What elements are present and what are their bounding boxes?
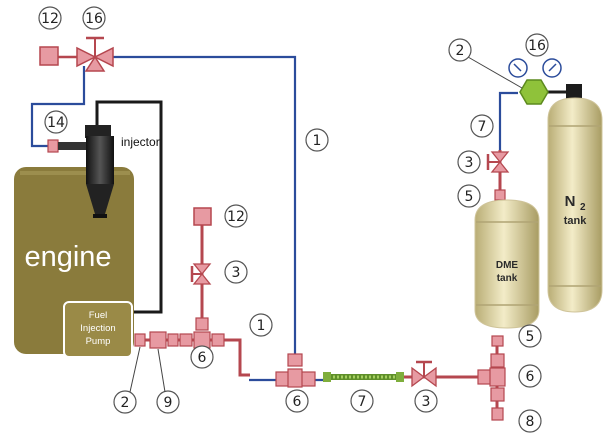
callout-12-top-text: 12 xyxy=(41,11,59,27)
callout-6-mid: 6 xyxy=(285,389,309,413)
callout-3-mid: 3 xyxy=(224,260,248,284)
callout-3-right-text: 3 xyxy=(465,155,474,171)
pump-label-line3: Pump xyxy=(86,336,111,347)
callout-7-bottom-text: 7 xyxy=(358,394,367,410)
callout-3-mid-text: 3 xyxy=(232,265,241,281)
gauge-12-mid xyxy=(193,207,212,226)
engine-label: engine xyxy=(24,241,111,273)
callout-8-text: 8 xyxy=(526,414,535,430)
callout-1-mid-text: 1 xyxy=(257,318,266,334)
fuel-injection-pump: Fuel Injection Pump xyxy=(63,301,133,358)
return-line xyxy=(95,100,163,314)
gauge-12-top xyxy=(39,46,59,66)
callout-2-bottom: 2 xyxy=(113,346,141,414)
n2-label-line2: tank xyxy=(564,215,588,227)
callout-5-bottom-text: 5 xyxy=(526,329,535,345)
pump-label-line2: Injection xyxy=(80,323,115,334)
callout-12-mid: 12 xyxy=(224,204,248,228)
callout-9: 9 xyxy=(156,348,180,414)
callout-5-top-text: 5 xyxy=(465,189,474,205)
callout-16-left-text: 16 xyxy=(85,11,103,27)
callout-5-bottom: 5 xyxy=(518,324,542,348)
injector: injector xyxy=(58,125,160,218)
callout-2-bottom-text: 2 xyxy=(121,395,130,411)
n2-tank: N 2 tank xyxy=(547,84,603,313)
pressure-line-n2 xyxy=(498,91,518,150)
fitting-6-left xyxy=(179,317,225,349)
fittings-2-9 xyxy=(134,331,179,349)
fitting-5-bottom xyxy=(491,335,504,347)
callout-16-right: 16 xyxy=(525,33,549,57)
pump-label-line1: Fuel xyxy=(89,310,107,321)
callout-1-mid: 1 xyxy=(249,313,273,337)
fitting-5-top xyxy=(494,189,506,201)
pressure-line-left xyxy=(30,66,86,148)
callout-6-right-text: 6 xyxy=(526,369,535,385)
dme-label-line2: tank xyxy=(497,273,518,284)
flex-hose xyxy=(323,372,404,382)
valve-3-right xyxy=(486,151,510,173)
fitting-6-mid xyxy=(275,353,316,388)
callout-3-right: 3 xyxy=(457,150,481,174)
leader-2-top xyxy=(467,56,523,89)
valve-3-bottom xyxy=(411,360,437,388)
callout-7-right-text: 7 xyxy=(478,119,487,135)
callout-6-mid-text: 6 xyxy=(293,394,302,410)
n2-label-subscript: 2 xyxy=(580,202,586,213)
valve-16-left xyxy=(58,36,114,72)
callout-12-top: 12 xyxy=(38,6,62,30)
callout-7-right: 7 xyxy=(470,114,494,138)
callout-14: 14 xyxy=(44,110,68,134)
callout-6-right: 6 xyxy=(518,364,542,388)
callout-14-text: 14 xyxy=(47,115,65,131)
pressure-regulator xyxy=(508,58,566,105)
callout-3-bottom: 3 xyxy=(414,389,438,413)
callout-6-left-text: 6 xyxy=(198,350,207,366)
dme-label-line1: DME xyxy=(496,260,519,271)
callout-1-right: 1 xyxy=(305,128,329,152)
valve-3-mid xyxy=(190,263,212,285)
callout-6-left: 6 xyxy=(190,345,214,369)
callout-7-bottom: 7 xyxy=(350,389,374,413)
fitting-6-right xyxy=(477,353,506,402)
callout-8: 8 xyxy=(518,409,542,433)
callout-3-bottom-text: 3 xyxy=(422,394,431,410)
callout-12-mid-text: 12 xyxy=(227,209,245,225)
injector-label: injector xyxy=(121,135,160,149)
n2-label: N xyxy=(565,193,576,210)
callout-2-top-text: 2 xyxy=(456,43,465,59)
callout-16-left: 16 xyxy=(82,6,106,30)
callout-5-top: 5 xyxy=(457,184,481,208)
callout-16-right-text: 16 xyxy=(528,38,546,54)
fitting-8 xyxy=(491,407,504,421)
callout-1-right-text: 1 xyxy=(313,133,322,149)
fitting-14 xyxy=(47,139,59,153)
dme-tank: DME tank xyxy=(474,199,540,329)
callout-2-top: 2 xyxy=(448,38,472,62)
pressure-line-top xyxy=(108,55,297,362)
callout-9-text: 9 xyxy=(164,395,173,411)
